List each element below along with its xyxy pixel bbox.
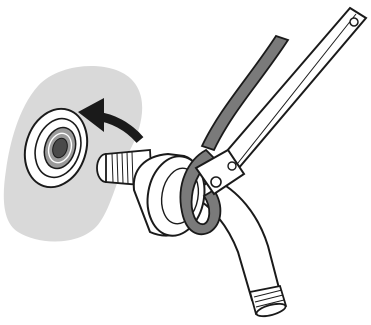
install-direction-arrow-icon xyxy=(78,98,144,144)
threaded-wall-fitting-icon xyxy=(23,107,89,189)
strap-wrench-icon xyxy=(179,6,368,236)
